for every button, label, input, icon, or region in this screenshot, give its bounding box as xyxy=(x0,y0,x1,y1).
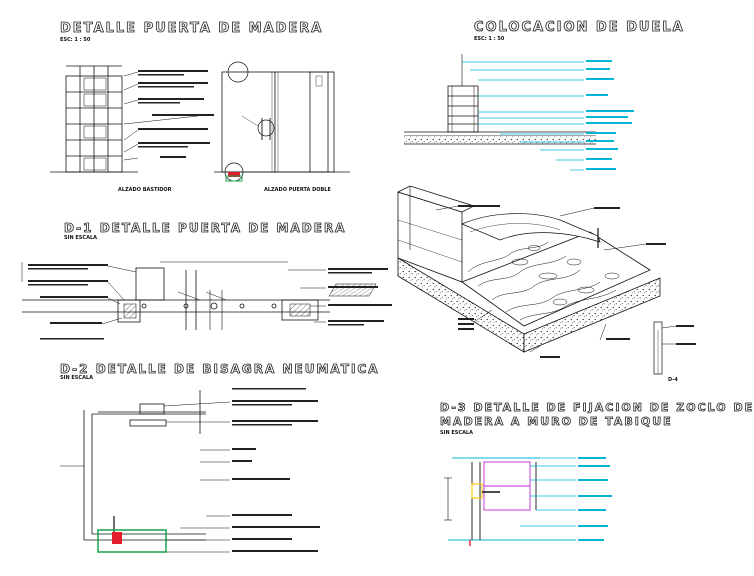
title-d2: D-2 DETALLE DE BISAGRA NEUMATICA xyxy=(60,362,380,376)
alzado-puerta-doble xyxy=(214,61,350,182)
leaders-duela xyxy=(462,61,584,171)
marker-red-base xyxy=(228,172,240,177)
label-bars-iso xyxy=(458,205,666,358)
label-bars-d1 xyxy=(28,264,392,340)
leaders-puerta xyxy=(123,71,199,161)
scale-colocacion-duela: ESC: 1 : 50 xyxy=(474,36,505,42)
leaders-d1 xyxy=(101,261,326,325)
d3-section xyxy=(444,457,576,546)
marker-red-hinge xyxy=(112,532,122,544)
scale-d1: SIN ESCALA xyxy=(64,235,97,241)
label-bars-d2 xyxy=(232,388,320,552)
title-d1: D-1 DETALLE PUERTA DE MADERA xyxy=(64,221,347,235)
d1-plan xyxy=(21,262,330,330)
leaders-iso xyxy=(435,205,647,353)
d2-section xyxy=(60,390,206,541)
label-bars-d3 xyxy=(578,457,612,541)
title-d3-line2: MADERA A MURO DE TABIQUE xyxy=(440,415,673,428)
scale-detalle-puerta: ESC: 1 : 50 xyxy=(60,37,91,43)
scale-d2: SIN ESCALA xyxy=(60,375,93,381)
colocacion-duela xyxy=(404,54,596,145)
label-bars-puerta xyxy=(138,70,214,158)
title-d3-line1: D-3 DETALLE DE FIJACION DE ZOCLO DE xyxy=(440,401,754,414)
label-bars-duela xyxy=(586,60,634,170)
caption-alzado-puerta-doble: ALZADO PUERTA DOBLE xyxy=(264,187,331,193)
mark-d4: D-4 xyxy=(668,377,678,383)
title-detalle-puerta: DETALLE PUERTA DE MADERA xyxy=(60,21,324,36)
pin-detail xyxy=(653,321,677,375)
alzado-bastidor xyxy=(50,65,138,173)
leaders-d2 xyxy=(163,401,231,553)
leaders-d3 xyxy=(520,457,576,527)
title-colocacion-duela: COLOCACION DE DUELA xyxy=(474,20,685,35)
marker-green-hinge xyxy=(97,529,167,553)
scale-d3: SIN ESCALA xyxy=(440,430,473,436)
caption-alzado-bastidor: ALZADO BASTIDOR xyxy=(118,187,172,193)
marker-green-base xyxy=(225,175,243,182)
label-bars-pin xyxy=(676,325,696,345)
